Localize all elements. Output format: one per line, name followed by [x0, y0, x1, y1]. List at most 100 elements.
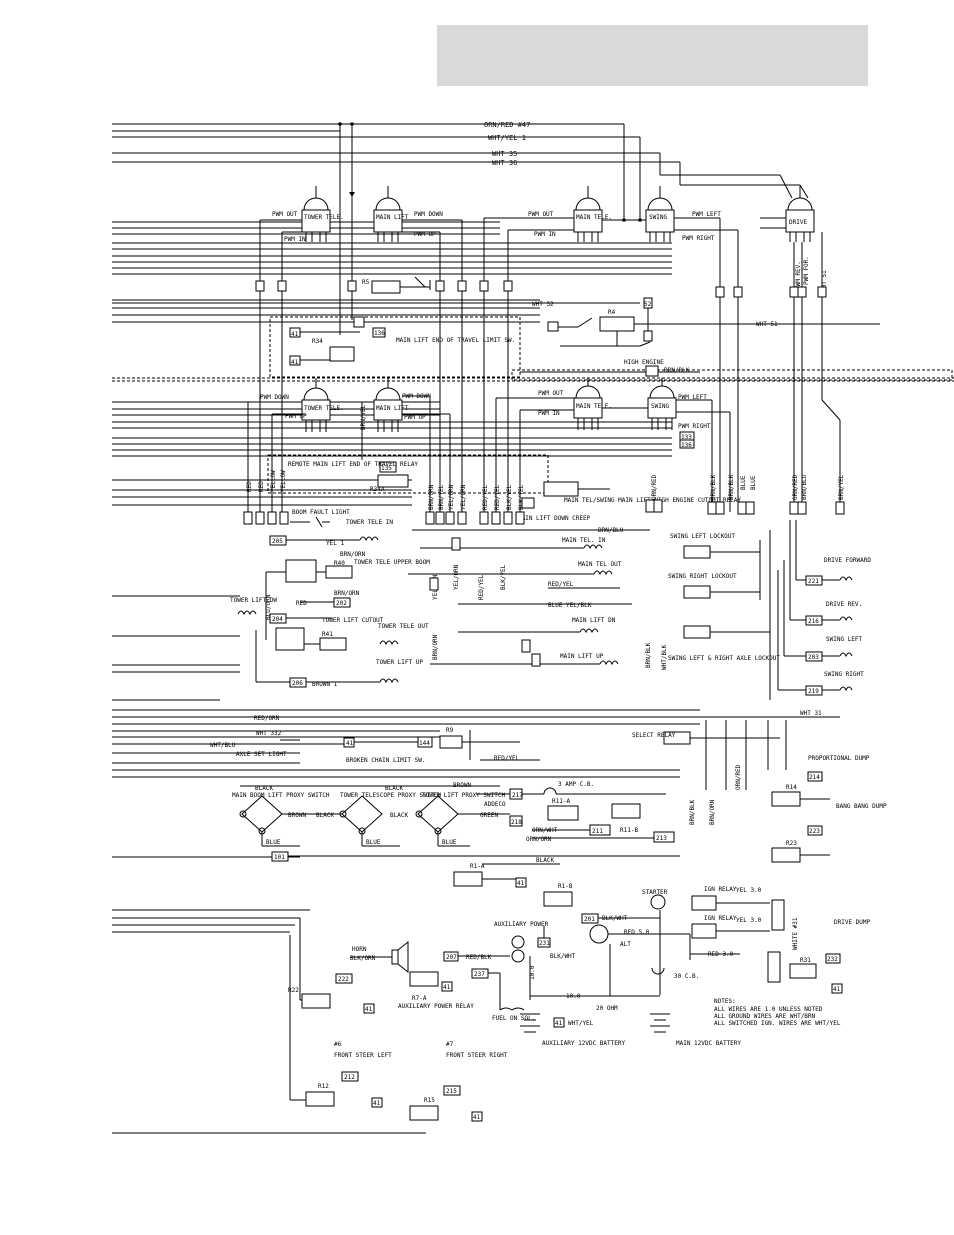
wire-label-blk-yel-3: BLK/YEL — [500, 564, 507, 590]
wire-label-yellow-1: YELLOW — [270, 470, 277, 492]
tag-41-r34b: 41 — [291, 359, 299, 366]
tag-237: 237 — [474, 971, 485, 978]
wire-label-wht-35: WHT 35 — [492, 150, 517, 158]
swing-right-label: SWING RIGHT — [824, 671, 864, 678]
wire-label-brn-yel-v: BRN/YEL — [838, 474, 845, 500]
broken-chain-r9 — [343, 730, 540, 761]
wire-label-wht-yel-1: WHT/YEL 1 — [488, 134, 526, 142]
valve-tower-tele-upper — [301, 186, 331, 242]
wire-label-black-3: BLACK — [316, 812, 334, 819]
notes-line1: ALL WIRES ARE 1.0 UNLESS NOTED — [714, 1006, 823, 1013]
swing-lr-axle-lockout — [683, 530, 771, 700]
wire-label-brn-blk-3: BRN/BLK — [689, 799, 696, 825]
main-battery-label: MAIN 12VDC BATTERY — [676, 1040, 741, 1047]
pwm-right-label: PWM RIGHT — [682, 235, 715, 242]
notes-title: NOTES: — [714, 998, 736, 1005]
tag-133-lower: 133 — [681, 434, 692, 441]
pwm-in-main-tele-label: PWM IN — [534, 231, 556, 238]
valve-main-tele-upper — [573, 186, 603, 242]
wire-label-brn-orn-4: BRN/ORN — [432, 634, 439, 660]
tag-41-wht-yel: 41 — [555, 1020, 563, 1027]
tag-207: 207 — [446, 954, 457, 961]
relay-r23-label: R23 — [786, 840, 797, 847]
tag-223: 223 — [809, 828, 820, 835]
wire-label-wht332: WHT 332 — [256, 730, 282, 737]
wire-label-red30: RED 3.0 — [708, 951, 734, 958]
pwm-up-main-lift-lower: PWM UP — [404, 414, 426, 421]
wire-label-blue-1: BLUE — [266, 839, 281, 846]
relay-r9-label: R9 — [446, 727, 454, 734]
upper-dashed-frame — [269, 316, 521, 378]
tag-215: 215 — [446, 1088, 457, 1095]
tag-219: 219 — [808, 688, 819, 695]
main-lift-dn-label: MAIN LIFT DN — [572, 617, 616, 624]
wire-label-blue-yel-blk: BLUE YEL/BLK — [548, 602, 592, 609]
drive-rev-label: DRIVE REV. — [826, 601, 862, 608]
pwm-out-main-tele-label: PWM OUT — [528, 211, 554, 218]
pwm-out-lower-label: PWM OUT — [538, 390, 564, 397]
wire-label-blk-v1: BRN/BLK — [710, 474, 717, 500]
alt-label: ALT — [620, 941, 631, 948]
notes-line3: ALL SWITCHED IGN. WIRES ARE WHT/YEL — [714, 1020, 841, 1027]
wire-label-red-blk: RED/BLK — [466, 954, 492, 961]
wire-label-wht-blu: WHT/BLU — [210, 742, 236, 749]
relay-r22-label: R22 — [288, 987, 299, 994]
tag-214: 214 — [809, 774, 820, 781]
tag-52: 52 — [644, 301, 652, 308]
wire-label-blk-v2: BRN/BLK — [728, 474, 735, 500]
tag-41-r31: 41 — [833, 986, 841, 993]
high-engine-dashed-frame — [511, 369, 953, 381]
tag-206: 206 — [292, 680, 303, 687]
wire-label-yel-orn-2: YEL/ORN — [460, 484, 467, 510]
wire-label-red50: RED 5.0 — [624, 929, 650, 936]
boom-fault-light — [269, 516, 379, 546]
tag-212: 212 — [344, 1074, 355, 1081]
tag-202: 202 — [336, 600, 347, 607]
wht52-r4-circuit — [112, 297, 880, 347]
relay-r1a — [453, 863, 560, 888]
select-relay-label: SELECT RELAY — [632, 732, 676, 739]
wire-label-yel30a: YEL 3.0 — [736, 887, 762, 894]
tag-213: 213 — [656, 835, 667, 842]
horn-circuit — [301, 940, 525, 1014]
wire-label-ten-v: 10.0 — [529, 965, 536, 980]
right-output-relays — [777, 520, 853, 696]
valve-swing-upper-label: SWING — [649, 214, 667, 221]
relay-r40 — [265, 559, 353, 640]
main-tel-in-label: MAIN TEL. IN — [562, 537, 606, 544]
pwm-rev-label: PWM REV. — [795, 261, 802, 290]
valve-main-tele-lower-label: MAIN TELE. — [576, 403, 612, 410]
wire-label-wht-36: WHT 36 — [492, 159, 517, 167]
tag-211: 211 — [592, 828, 603, 835]
tag-221: 221 — [808, 578, 819, 585]
wire-label-yel-orn-4: YEL/ORN — [453, 564, 460, 590]
tag-41-r7a: 41 — [443, 984, 451, 991]
proportional-dump-label: PROPORTIONAL DUMP — [808, 755, 870, 762]
front-steer-right-label: FRONT STEER RIGHT — [446, 1052, 508, 1059]
main-tel-coils — [408, 544, 632, 666]
top-bus-lines — [112, 122, 800, 335]
pwm-for-label: PWM FOR. — [803, 256, 810, 285]
swing-left-lockout — [683, 540, 761, 600]
tag-41-wht-yel-box — [553, 1017, 565, 1028]
drive-dump-label: DRIVE DUMP — [834, 919, 871, 926]
relay-r34a-label: R34A — [370, 486, 385, 493]
wire-label-orn-red-47: ORN/RED #47 — [484, 121, 530, 129]
down-creep-label: MAIN LIFT DOWN CREEP — [518, 515, 591, 522]
wire-label-blu-orn: BLU/ORN — [265, 594, 272, 620]
wire-label-blk-yel-1: BLK/YEL — [506, 484, 513, 510]
wire-label-black-5: BLACK — [536, 857, 554, 864]
left-bus-group-2 — [112, 377, 954, 506]
relay-r4-label: R4 — [608, 309, 616, 316]
front-steer-n7: #7 — [446, 1041, 454, 1048]
wire-label-red-yel-4: RED/YEL — [478, 574, 485, 600]
tower-lift-cutout-label: TOWER LIFT CUTOUT — [322, 617, 384, 624]
swing-lr-axle-label: SWING LEFT & RIGHT AXLE LOCKOUT — [668, 655, 780, 662]
wire-label-blk-yel-2: BLK/YEL — [518, 484, 525, 510]
mid-tag-row — [243, 499, 845, 525]
tag-box-b — [451, 537, 461, 551]
bang-bang-dump-label: BANG BANG DUMP — [836, 803, 887, 810]
front-steer-left-label: FRONT STEER LEFT — [334, 1052, 392, 1059]
valve-tower-tele-lower — [301, 378, 331, 432]
horn-label: HORN — [352, 946, 367, 953]
